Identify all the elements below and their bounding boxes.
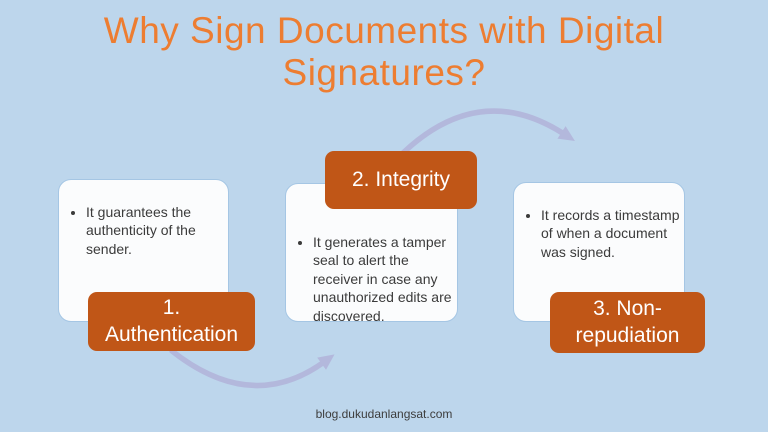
arrow-integrity-to-nonrepudiation (400, 108, 575, 156)
step-label-nonrepudiation: 3. Non-repudiation (550, 292, 705, 353)
step-label-integrity: 2. Integrity (325, 151, 477, 209)
footer-url: blog.dukudanlangsat.com (315, 407, 453, 421)
arrow-authentication-to-integrity (169, 348, 335, 389)
bullet-integrity: It generates a tamper seal to alert the … (313, 233, 453, 325)
bullet-authentication: It guarantees the authenticity of the se… (86, 203, 220, 258)
bullet-list: It guarantees the authenticity of the se… (69, 203, 220, 258)
slide-title: Why Sign Documents with Digital Signatur… (103, 10, 665, 93)
bullet-list: It records a timestamp of when a documen… (524, 206, 680, 261)
bullet-list: It generates a tamper seal to alert the … (296, 233, 453, 325)
bullet-nonrepudiation: It records a timestamp of when a documen… (541, 206, 680, 261)
step-label-authentication: 1. Authentication (88, 292, 255, 351)
